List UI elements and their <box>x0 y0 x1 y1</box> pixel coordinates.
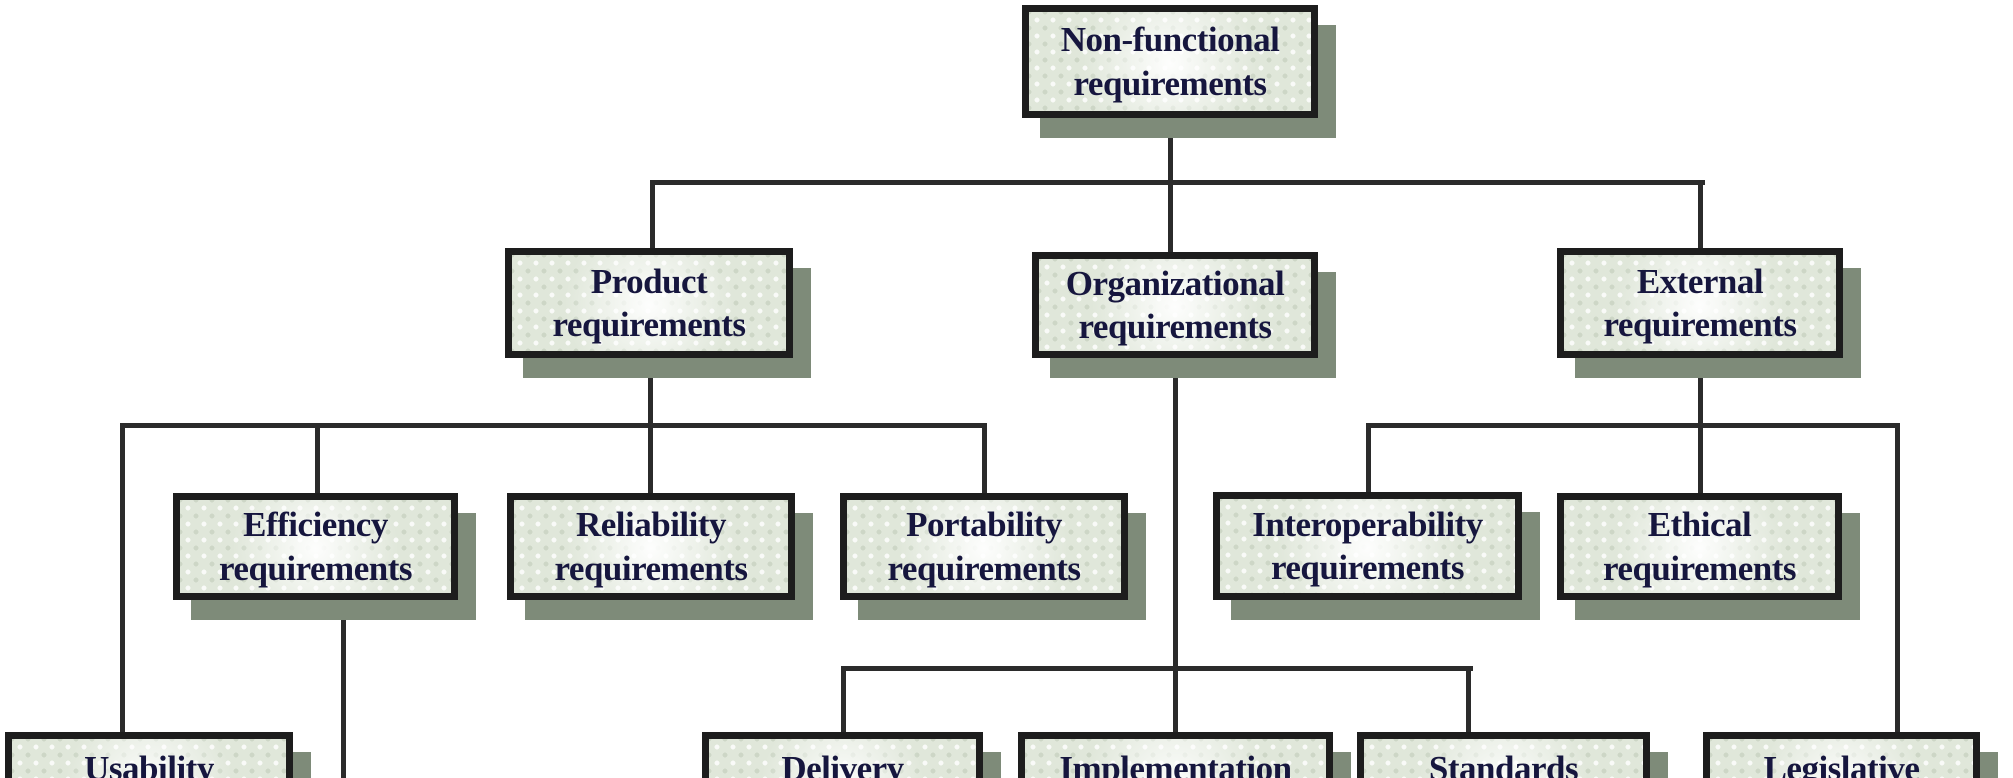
node-portability-requirements: Portability requirements <box>840 493 1128 600</box>
connector-product-bar <box>120 423 987 428</box>
node-delivery-requirements: Delivery <box>702 732 983 778</box>
node-ethical-requirements: Ethical requirements <box>1557 493 1842 600</box>
node-organizational-requirements: Organizational requirements <box>1032 252 1318 358</box>
connector-organizational-stem <box>1173 356 1178 734</box>
connector-to-delivery <box>841 666 846 734</box>
node-implementation-requirements: Implementation <box>1018 732 1333 778</box>
node-label: Organizational requirements <box>1065 263 1285 346</box>
node-label: Ethical requirements <box>1603 505 1796 588</box>
connector-external-bar <box>1366 423 1900 428</box>
connector-to-legislative <box>1895 423 1900 734</box>
connector-efficiency-stem <box>341 600 346 778</box>
node-label: Standards <box>1428 749 1579 778</box>
node-label: Portability requirements <box>887 505 1081 588</box>
connector-to-product <box>650 180 655 250</box>
node-label: Interoperability requirements <box>1252 504 1483 587</box>
node-reliability-requirements: Reliability requirements <box>507 493 795 600</box>
node-label: Implementation <box>1059 749 1292 778</box>
connector-level2-bar <box>650 180 1705 185</box>
connector-to-usability <box>120 423 125 734</box>
node-efficiency-requirements: Efficiency requirements <box>173 493 458 600</box>
connector-to-portability <box>982 423 987 495</box>
node-usability-requirements: Usability <box>5 732 293 778</box>
connector-organizational-bar <box>841 666 1473 671</box>
node-label: External requirements <box>1603 261 1797 344</box>
node-label: Reliability requirements <box>554 505 748 588</box>
connector-root-stem <box>1168 118 1173 255</box>
connector-to-efficiency <box>315 423 320 495</box>
node-non-functional-requirements: Non-functional requirements <box>1022 5 1318 118</box>
node-label: Product requirements <box>552 261 746 344</box>
node-legislative-requirements: Legislative <box>1703 732 1980 778</box>
connector-to-external <box>1698 180 1703 250</box>
connector-to-interoperability <box>1366 423 1371 494</box>
node-label: Non-functional requirements <box>1060 20 1280 103</box>
node-label: Legislative <box>1763 749 1920 778</box>
node-standards-requirements: Standards <box>1357 732 1650 778</box>
node-external-requirements: External requirements <box>1557 248 1843 358</box>
node-interoperability-requirements: Interoperability requirements <box>1213 492 1522 600</box>
node-label: Efficiency requirements <box>219 505 412 588</box>
node-label: Delivery <box>781 749 904 778</box>
connector-to-standards <box>1466 666 1471 734</box>
node-label: Usability <box>84 749 214 778</box>
node-product-requirements: Product requirements <box>505 248 793 358</box>
